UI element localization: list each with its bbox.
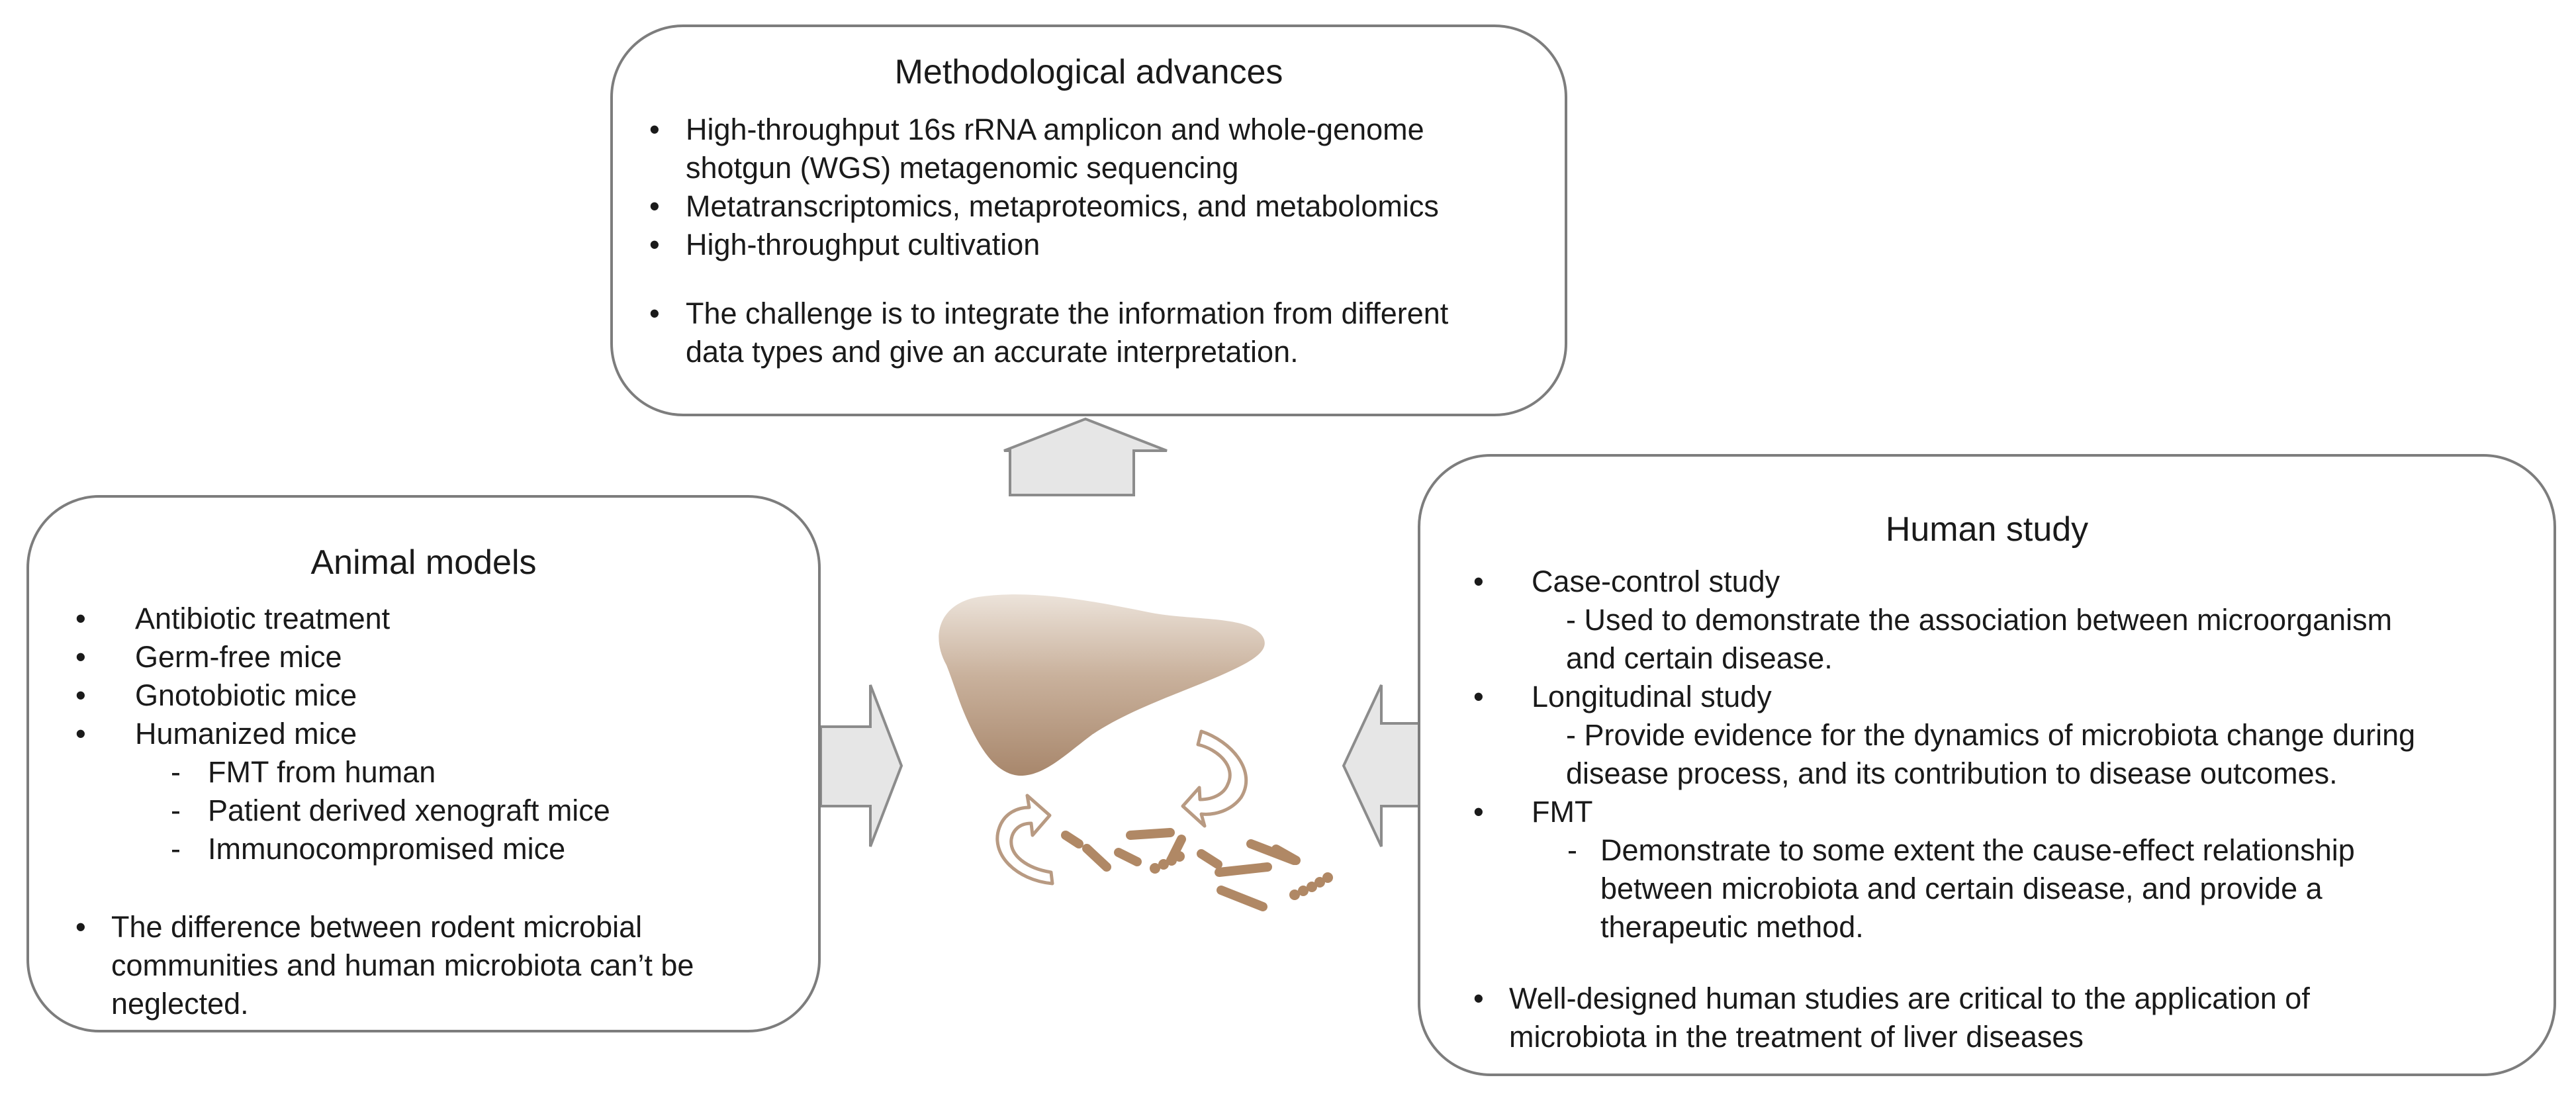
study-type-label: Longitudinal study	[1532, 680, 1772, 713]
sub-list-item: Immunocompromised mice	[208, 832, 566, 866]
study-type-label: Case-control study	[1532, 565, 1780, 598]
bullet-symbol: •	[649, 113, 660, 146]
bullet-symbol: •	[75, 640, 86, 674]
human-study-title: Human study	[1885, 510, 2089, 549]
animal-models-title: Animal models	[310, 543, 537, 582]
methodological-advances-title: Methodological advances	[894, 53, 1283, 91]
bacteria-icon	[1061, 828, 1301, 911]
study-detail: Demonstrate to some extent the cause-eff…	[1600, 833, 2355, 944]
dash-symbol: -	[1567, 833, 1577, 867]
sub-list-item: Patient derived xenograft mice	[208, 794, 610, 827]
bullet-symbol: •	[75, 602, 86, 635]
left-arrow-from-human	[1342, 684, 1428, 847]
list-item: High-throughput 16s rRNA amplicon and wh…	[686, 113, 1424, 185]
bullet-symbol: •	[649, 189, 660, 223]
bullet-symbol: •	[1473, 680, 1484, 713]
study-type-label: FMT	[1532, 795, 1593, 829]
list-item: Metatranscriptomics, metaproteomics, and…	[686, 189, 1439, 223]
bullet-symbol: •	[649, 297, 660, 330]
bullet-symbol: •	[1473, 795, 1484, 829]
list-item: High-throughput cultivation	[686, 228, 1040, 261]
bullet-symbol: •	[75, 717, 86, 751]
list-item: Antibiotic treatment	[135, 602, 391, 635]
methodological-advances-box: Methodological advances • High-throughpu…	[610, 24, 1567, 416]
list-item: Germ-free mice	[135, 640, 342, 674]
study-detail: - Used to demonstrate the association be…	[1566, 603, 2393, 675]
list-item: Humanized mice	[135, 717, 357, 751]
list-item: Gnotobiotic mice	[135, 678, 357, 712]
human-study-box: Human study • Case-control study - Used …	[1418, 454, 2556, 1076]
cocci-icon	[1150, 851, 1333, 900]
list-item: The challenge is to integrate the inform…	[686, 297, 1449, 369]
cycle-arrow-icon	[995, 729, 1248, 886]
dash-symbol: -	[171, 794, 181, 827]
bullet-symbol: •	[649, 228, 660, 261]
animal-note: The difference between rodent microbial …	[111, 910, 694, 1021]
study-detail: - Provide evidence for the dynamics of m…	[1566, 718, 2416, 790]
bullet-symbol: •	[1473, 565, 1484, 598]
dash-symbol: -	[171, 832, 181, 866]
bullet-symbol: •	[75, 678, 86, 712]
animal-models-box: Animal models • Antibiotic treatment • G…	[26, 495, 821, 1032]
sub-list-item: FMT from human	[208, 755, 436, 789]
bullet-symbol: •	[75, 910, 86, 944]
human-note: Well-designed human studies are critical…	[1509, 982, 2310, 1054]
bullet-symbol: •	[1473, 982, 1484, 1015]
dash-symbol: -	[171, 755, 181, 789]
up-arrow	[1003, 417, 1168, 496]
liver-icon	[939, 594, 1265, 776]
right-arrow-from-animal	[819, 684, 903, 847]
